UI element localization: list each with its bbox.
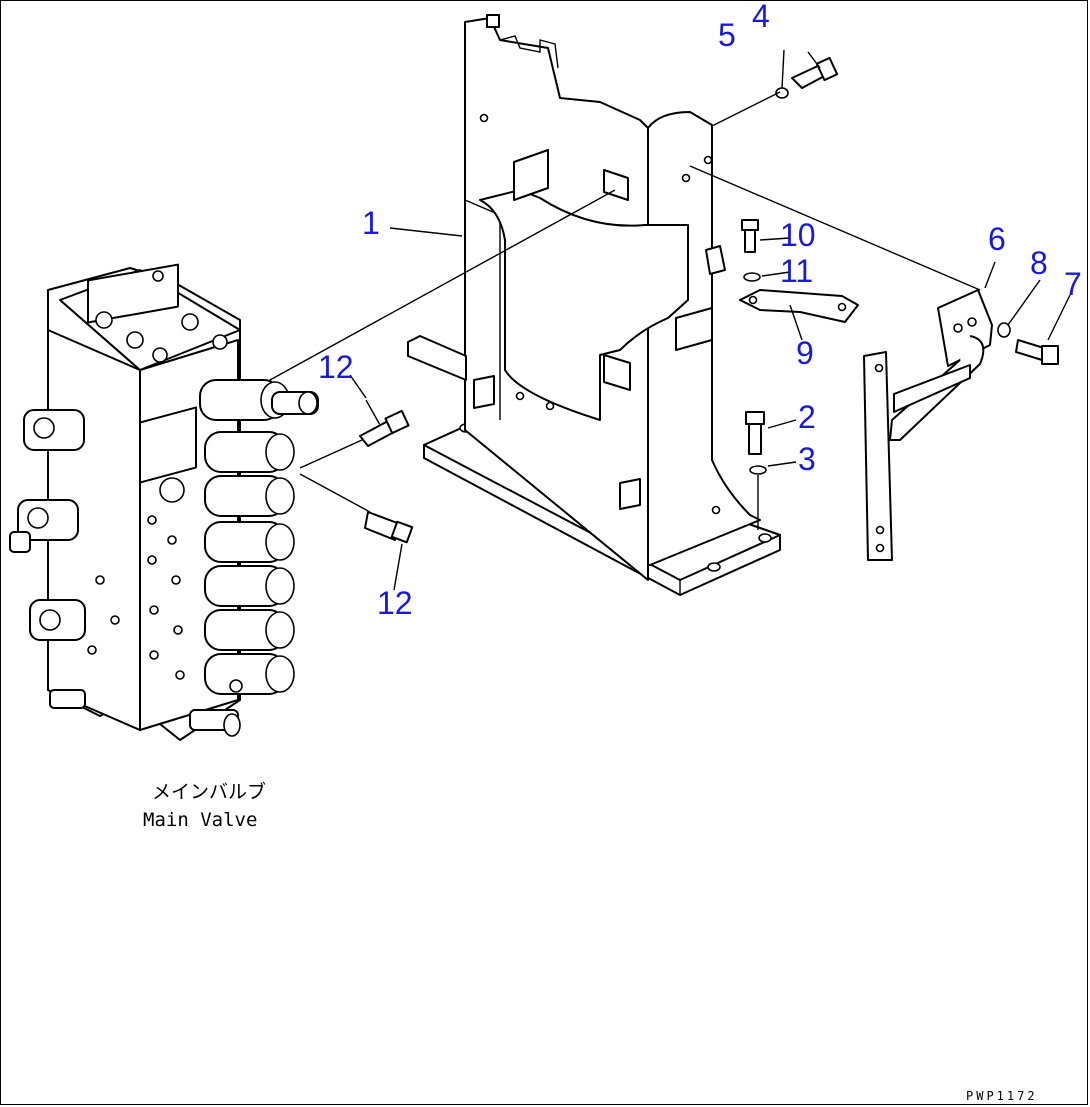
bracket-part-1: [407, 14, 781, 597]
leader-lines: [269, 49, 1071, 591]
bolt-part-4: [791, 56, 839, 89]
callout-2: 2: [798, 399, 816, 435]
caption-english: Main Valve: [143, 809, 257, 831]
callout-3: 3: [798, 441, 816, 477]
callout-1: 1: [362, 205, 380, 241]
callout-6: 6: [988, 221, 1006, 257]
washer-part-3: [749, 465, 767, 475]
drawing-code: PWP1172: [966, 1089, 1038, 1103]
washer-part-11: [743, 272, 761, 282]
callout-9: 9: [796, 335, 814, 371]
callout-10: 10: [780, 217, 816, 253]
callout-8: 8: [1030, 245, 1048, 281]
bolt-part-2: [745, 411, 765, 455]
bolt-part-10: [741, 219, 759, 253]
bolt-part-7: [1015, 339, 1059, 365]
pressure-sensor-12-upper: [359, 399, 410, 447]
spool-stack: [199, 379, 319, 695]
left-fittings: [9, 409, 86, 709]
callout-4: 4: [752, 0, 770, 34]
pressure-sensor-12-lower: [364, 511, 414, 544]
bracket-part-6: [863, 289, 993, 561]
callout-12-upper: 12: [318, 349, 354, 385]
plate-part-9: [739, 289, 859, 323]
main-valve-assembly: [9, 263, 319, 741]
callout-12-lower: 12: [377, 585, 413, 621]
callout-11: 11: [780, 253, 813, 289]
callout-5: 5: [718, 17, 736, 53]
callout-7: 7: [1064, 266, 1082, 302]
caption-japanese: メインバルブ: [152, 780, 266, 803]
washer-part-8: [997, 322, 1011, 338]
